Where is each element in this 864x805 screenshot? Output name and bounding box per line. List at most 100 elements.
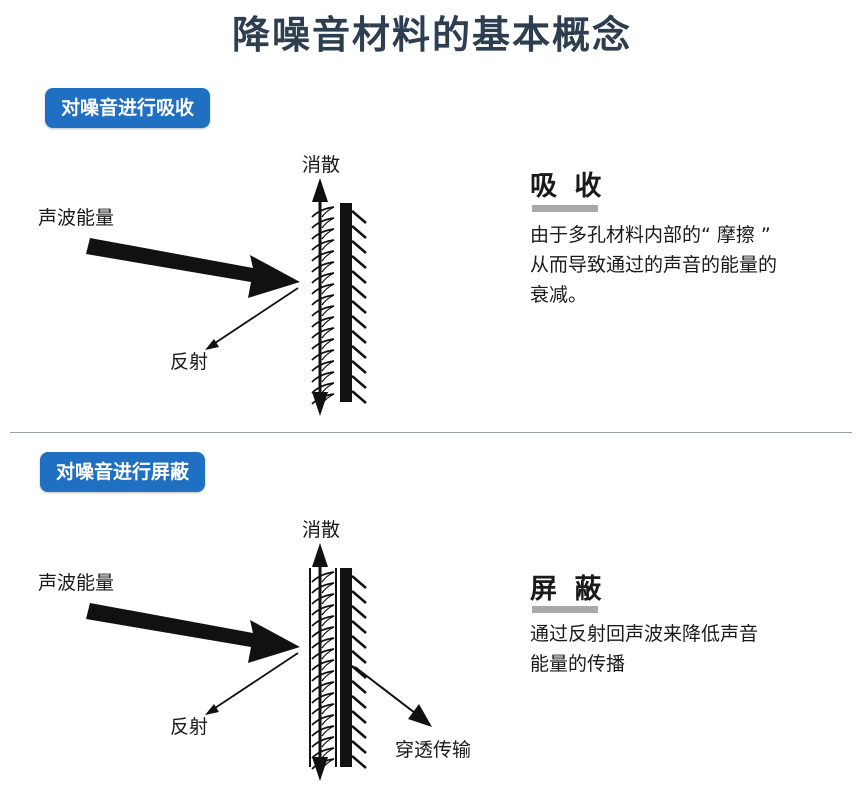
wall-hatch <box>351 210 367 224</box>
transmission-label: 穿透传输 <box>395 739 472 761</box>
desc-line: 通过反射回声波来降低声音 <box>530 623 759 645</box>
wall-hatch <box>351 710 367 724</box>
porous-fiber <box>321 736 335 748</box>
wall-hatch <box>351 650 367 664</box>
term-absorb: 吸 收 <box>530 171 606 202</box>
porous-fiber <box>321 637 335 649</box>
porous-fiber <box>321 338 335 350</box>
shielding-diagram: 消散 声波能量 反射 穿透传输 屏 蔽 通过反射回声波来降低声音 能量的传播 <box>0 505 864 805</box>
wall-hatch <box>351 300 367 314</box>
reflection-line <box>211 287 299 346</box>
transmission-arrowhead <box>408 704 432 727</box>
wall-hatch <box>351 390 367 404</box>
porous-fiber <box>321 261 335 273</box>
absorb-description: 由于多孔材料内部的“ 摩擦 ” 从而导致通过的声音的能量的 衰减。 <box>530 220 777 310</box>
shield-description: 通过反射回声波来降低声音 能量的传播 <box>530 619 758 679</box>
wall-hatch <box>351 620 367 634</box>
dissipation-label: 消散 <box>302 519 341 541</box>
incoming-sound-arrow <box>86 603 300 663</box>
porous-fiber <box>321 305 335 317</box>
reflection-arrowhead <box>205 339 219 350</box>
wall-hatch <box>351 375 367 389</box>
porous-fiber <box>321 349 335 361</box>
wall-hatch <box>351 575 367 589</box>
dissipation-arrowhead-down <box>312 757 328 781</box>
porous-fiber <box>321 327 335 339</box>
porous-fiber <box>321 692 335 704</box>
porous-fiber <box>321 582 335 594</box>
wall-hatch <box>351 330 367 344</box>
absorption-diagram-svg <box>86 178 367 416</box>
porous-fiber <box>321 228 335 240</box>
porous-fiber <box>321 283 335 295</box>
term-underline <box>532 205 598 212</box>
sound-energy-label: 声波能量 <box>38 207 115 229</box>
porous-fiber <box>321 316 335 328</box>
wall-hatch <box>351 360 367 374</box>
dissipation-arrowhead-up <box>312 178 328 202</box>
wall-hatch <box>351 225 367 239</box>
porous-fiber <box>321 571 335 583</box>
wall-hatch <box>351 270 367 284</box>
porous-fiber <box>321 371 335 383</box>
desc-line: 衰减。 <box>530 284 588 306</box>
porous-fiber <box>321 670 335 682</box>
shielding-diagram-svg <box>86 543 432 781</box>
porous-fiber <box>321 294 335 306</box>
porous-fiber <box>321 272 335 284</box>
dissipation-label: 消散 <box>302 154 341 176</box>
wall-hatch <box>351 285 367 299</box>
sound-energy-label: 声波能量 <box>38 572 115 594</box>
wall-hatch <box>351 695 367 709</box>
porous-fiber <box>321 217 335 229</box>
porous-fiber <box>321 626 335 638</box>
wall-hatch <box>351 740 367 754</box>
term-shield: 屏 蔽 <box>530 574 606 605</box>
dissipation-arrowhead-up <box>312 543 328 567</box>
porous-fiber <box>321 360 335 372</box>
wall-hatch <box>351 315 367 329</box>
wall-hatch <box>351 725 367 739</box>
incoming-sound-arrow <box>86 238 300 298</box>
wall-bar <box>340 203 352 402</box>
porous-fiber <box>321 206 335 218</box>
wall-hatch <box>351 605 367 619</box>
wall-hatch <box>351 665 367 679</box>
section-badge-shield: 对噪音进行屏蔽 <box>40 452 206 492</box>
porous-fiber <box>321 681 335 693</box>
porous-fiber <box>321 593 335 605</box>
porous-fiber <box>321 250 335 262</box>
porous-fiber <box>321 703 335 715</box>
porous-fiber <box>321 648 335 660</box>
term-underline <box>532 606 598 613</box>
wall-hatch <box>351 345 367 359</box>
wall-hatch <box>351 635 367 649</box>
dissipation-arrowhead-down <box>312 392 328 416</box>
wall-bar <box>340 568 352 767</box>
absorption-diagram: 消散 声波能量 反射 吸 收 由于多孔材料内部的“ 摩擦 ” 从而导致通过的声音… <box>0 140 864 440</box>
section-badge-absorb: 对噪音进行吸收 <box>45 88 211 128</box>
desc-line: 能量的传播 <box>530 653 626 675</box>
porous-fiber <box>321 659 335 671</box>
desc-line: 由于多孔材料内部的“ 摩擦 ” <box>530 224 771 246</box>
wall-hatch <box>351 755 367 769</box>
desc-line: 从而导致通过的声音的能量的 <box>530 254 778 276</box>
diagram-group <box>86 543 432 781</box>
wall-hatch <box>351 255 367 269</box>
wall-hatch <box>351 680 367 694</box>
porous-fiber <box>321 725 335 737</box>
reflection-label: 反射 <box>170 716 209 738</box>
page-title: 降噪音材料的基本概念 <box>231 13 632 57</box>
transmission-line <box>354 666 416 714</box>
reflection-arrowhead <box>205 704 219 715</box>
reflection-line <box>211 652 299 711</box>
wall-hatch <box>351 240 367 254</box>
porous-fiber <box>321 239 335 251</box>
section-divider <box>10 432 852 433</box>
porous-fiber <box>321 615 335 627</box>
reflection-label: 反射 <box>170 351 209 373</box>
porous-fiber <box>321 714 335 726</box>
wall-hatch <box>351 590 367 604</box>
porous-fiber <box>321 604 335 616</box>
diagram-group <box>86 178 367 416</box>
